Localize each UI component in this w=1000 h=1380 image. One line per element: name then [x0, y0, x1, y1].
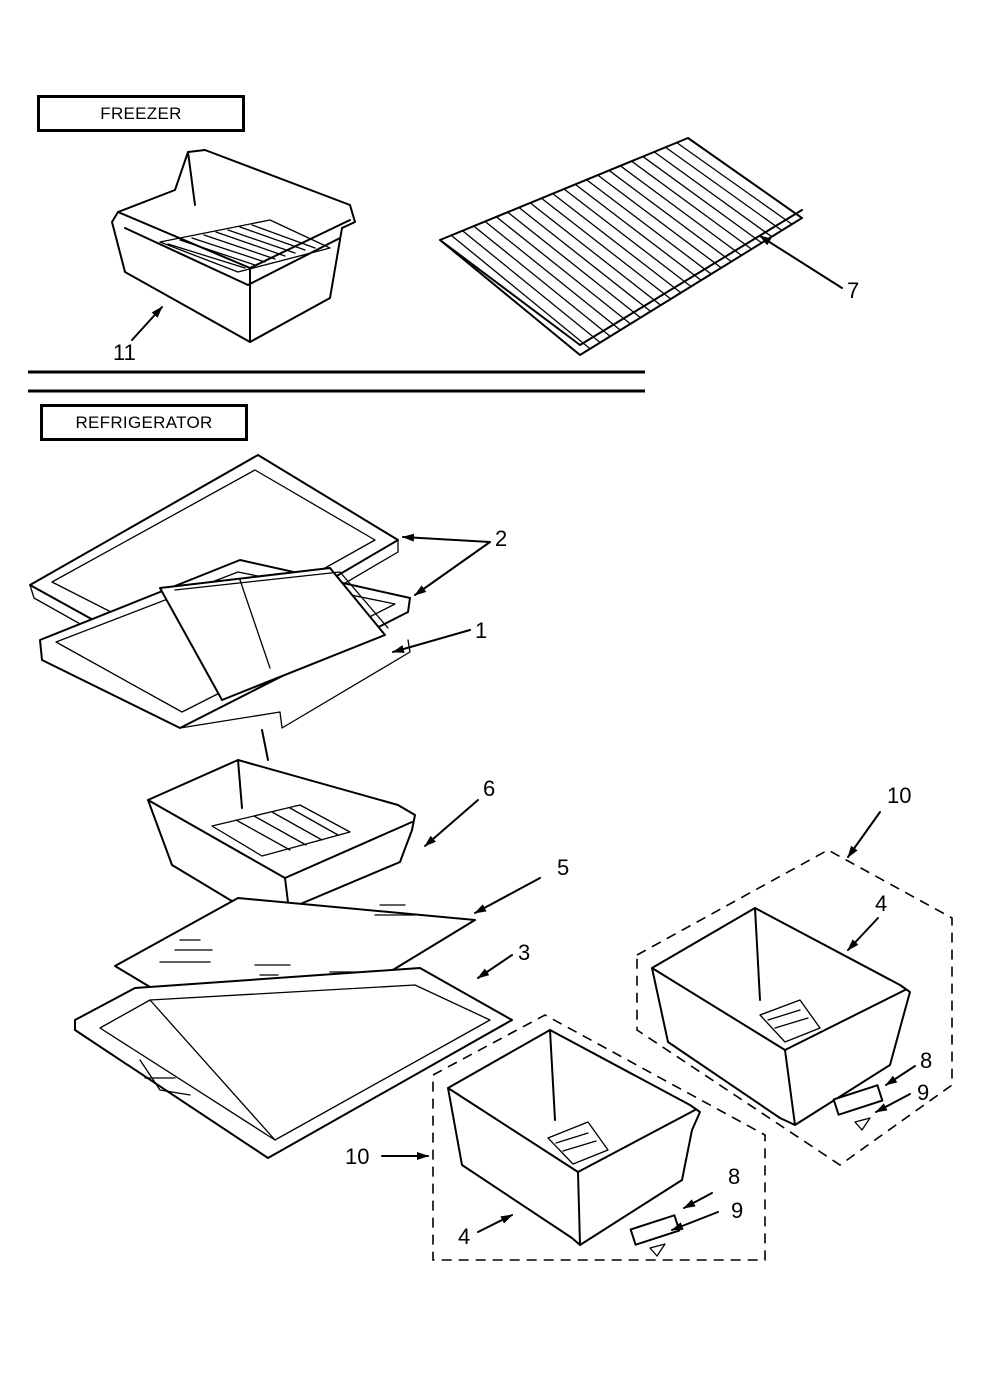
wire-rod: [653, 151, 773, 238]
wire-rod: [552, 192, 682, 294]
callout-10-right: 10: [887, 783, 912, 808]
callout-2: 2: [495, 526, 508, 551]
wire-rod: [473, 225, 611, 337]
right-crisper-drawing: [636, 849, 953, 1166]
wire-rod: [619, 165, 743, 257]
callout-10-left: 10: [345, 1144, 370, 1169]
callout-9-left: 9: [731, 1198, 744, 1223]
wire-rod: [563, 188, 692, 288]
meat-drawer-drawing: [147, 729, 416, 936]
callout-1: 1: [475, 618, 488, 643]
wire-rod: [495, 216, 632, 325]
callout-5: 5: [557, 855, 570, 880]
wire-rod: [597, 174, 722, 269]
callout-4-left: 4: [458, 1224, 471, 1249]
wire-rod: [484, 220, 622, 331]
callout-8-left: 8: [728, 1164, 741, 1189]
wire-rod: [540, 197, 672, 300]
refrigerator-shelf-drawing: [29, 454, 411, 729]
wire-rod: [630, 160, 753, 250]
callout-6: 6: [483, 776, 496, 801]
wire-rod: [461, 230, 601, 344]
left-crisper-drawing: [432, 1014, 766, 1261]
callout-9-right: 9: [917, 1080, 930, 1105]
wire-rod: [529, 202, 662, 306]
wire-rod: [506, 211, 642, 319]
wire-rod: [518, 206, 652, 313]
wire-rod: [574, 183, 702, 281]
wire-rod: [664, 146, 783, 232]
callout-11: 11: [113, 340, 136, 365]
callout-3: 3: [518, 940, 531, 965]
wire-rod: [642, 155, 763, 244]
wire-rod: [450, 234, 591, 350]
freezer-basket-drawing: [111, 149, 356, 343]
wire-rod: [608, 169, 733, 263]
freezer-wire-shelf-drawing: [439, 137, 803, 356]
section-divider: [28, 370, 645, 393]
freezer-section-label: FREEZER: [37, 95, 245, 132]
crisper-frame-drawing: [74, 967, 513, 1159]
callout-4-right: 4: [875, 891, 888, 916]
callout-8-right: 8: [920, 1048, 933, 1073]
wire-rod: [676, 141, 793, 225]
refrigerator-section-label: REFRIGERATOR: [40, 404, 248, 441]
callout-7: 7: [847, 278, 860, 303]
wire-rod: [585, 179, 712, 275]
